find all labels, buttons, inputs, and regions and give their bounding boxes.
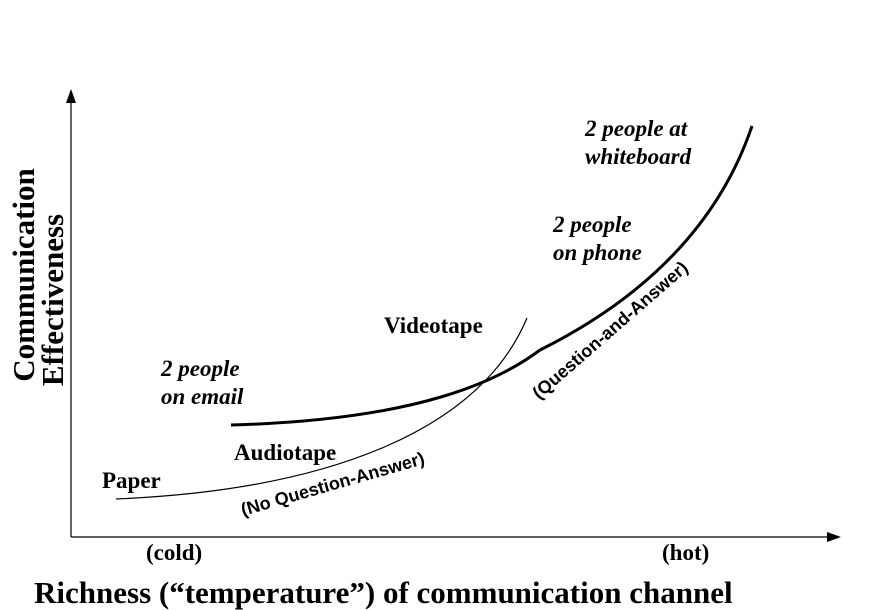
x-axis-label: Richness (“temperature”) of communicatio… bbox=[34, 575, 733, 610]
y-axis-arrowhead bbox=[66, 89, 76, 103]
email-label-line2: on email bbox=[161, 384, 244, 409]
email-label-line1: 2 people bbox=[160, 356, 240, 381]
no-question-answer-curve bbox=[115, 317, 528, 500]
question-and-answer-label: (Question-and-Answer) bbox=[529, 257, 692, 403]
question-and-answer-curve bbox=[230, 125, 754, 427]
audiotape-label: Audiotape bbox=[234, 440, 336, 465]
y-axis-label-line1: Communication bbox=[6, 168, 41, 382]
videotape-label: Videotape bbox=[384, 313, 483, 338]
whiteboard-label-line2: whiteboard bbox=[585, 144, 692, 169]
x-axis-cold-label: (cold) bbox=[146, 540, 202, 565]
whiteboard-label-line1: 2 people at bbox=[584, 116, 688, 141]
x-axis-arrowhead bbox=[827, 532, 841, 542]
x-axis-hot-label: (hot) bbox=[662, 540, 709, 565]
phone-label-line2: on phone bbox=[553, 240, 642, 265]
y-axis-label-line2: Effectiveness bbox=[35, 214, 70, 386]
paper-label: Paper bbox=[102, 468, 161, 493]
phone-label-line1: 2 people bbox=[552, 212, 632, 237]
